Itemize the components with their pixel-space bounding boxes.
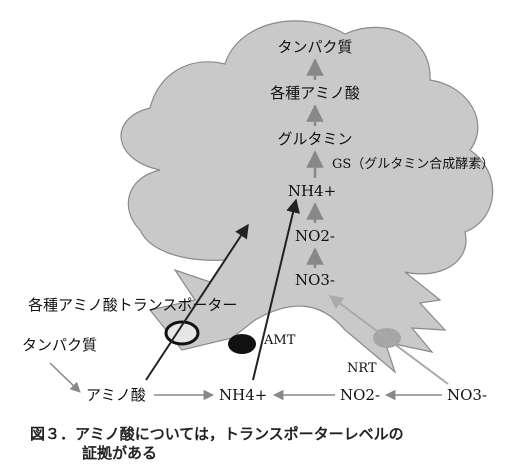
- protein-label: タンパク質: [277, 38, 352, 56]
- soil-protein-label: タンパク質: [22, 336, 97, 354]
- soil-nh4-label: NH4+: [219, 386, 267, 404]
- amino-acid-transporter-label: 各種アミノ酸トランスポーター: [28, 296, 237, 314]
- nitrate-uptake-arrow: [328, 295, 449, 385]
- figure-caption: 図３．アミノ酸については，トランスポーターレベルの 証拠がある: [30, 425, 510, 463]
- amt-transporter-icon: [228, 334, 256, 354]
- no3-label: NO3-: [295, 271, 335, 289]
- soil-no2-label: NO2-: [340, 386, 380, 404]
- amt-label: AMT: [263, 333, 296, 348]
- caption-line-2: 証拠がある: [82, 444, 158, 462]
- soil-no3-label: NO3-: [447, 386, 487, 404]
- nrt-label: NRT: [347, 361, 377, 376]
- gs-enzyme-label: GS（グルタミン合成酵素）: [332, 157, 494, 172]
- no2-label: NO2-: [295, 227, 335, 245]
- amino-acid-uptake-arrow: [145, 223, 249, 381]
- glutamine-label: グルタミン: [277, 130, 352, 148]
- nitrogen-uptake-diagram: タンパク質 各種アミノ酸 グルタミン GS（グルタミン合成酵素） NH4+ NO…: [22, 20, 494, 404]
- protein-to-amino-acid-arrow: [49, 362, 81, 393]
- caption-line-1: 図３．アミノ酸については，トランスポーターレベルの: [30, 425, 404, 443]
- ammonium-uptake-arrow: [252, 198, 300, 381]
- nh4-label: NH4+: [288, 182, 336, 200]
- amino-acids-label: 各種アミノ酸: [270, 84, 360, 102]
- plant-cell-shape: [120, 20, 494, 374]
- soil-amino-acid-label: アミノ酸: [86, 386, 146, 404]
